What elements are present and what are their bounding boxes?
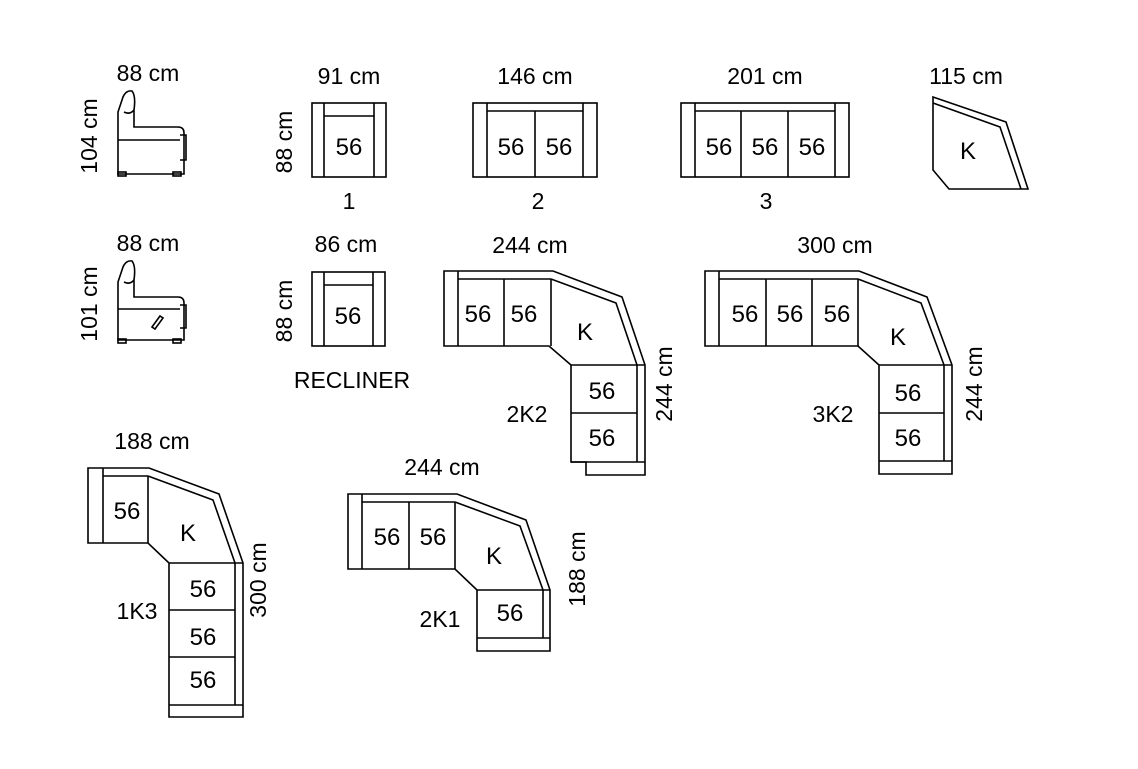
set-2K2-top-seat-2: 56 bbox=[511, 301, 538, 328]
set-1K3-corner: K bbox=[180, 520, 196, 547]
sofa-2-seat-1: 56 bbox=[498, 134, 525, 161]
set-2K2-caption: 2K2 bbox=[507, 401, 548, 427]
armchair-fixed-side-view-icon bbox=[117, 90, 187, 177]
set-2K2-width: 244 cm bbox=[492, 232, 567, 258]
sofa-3-seat-3: 56 bbox=[799, 134, 826, 161]
recliner-seat: 56 bbox=[335, 303, 362, 330]
set-2K1-top-seat-1: 56 bbox=[374, 524, 401, 551]
recliner-sofa: 86 cm 88 cm 56 RECLINER bbox=[271, 231, 410, 393]
armchair-fixed-width: 88 cm bbox=[117, 60, 180, 86]
sofa-1-seat: 56 bbox=[336, 134, 363, 161]
sofa-3-outline bbox=[680, 102, 850, 178]
sofa-2-seater: 146 cm 56 56 2 bbox=[472, 63, 598, 214]
set-1K3-outline bbox=[87, 467, 244, 718]
armchair-recliner-width: 88 cm bbox=[117, 230, 180, 256]
set-3K2-top-seat-3: 56 bbox=[824, 301, 851, 328]
set-2K1-top-seat-2: 56 bbox=[420, 524, 447, 551]
set-1K3-side-seat-3: 56 bbox=[190, 667, 217, 694]
set-2K1-outline bbox=[347, 493, 551, 652]
corner-label: K bbox=[960, 138, 976, 165]
sofa-2-width: 146 cm bbox=[497, 63, 572, 89]
recliner-depth: 88 cm bbox=[271, 280, 297, 343]
set-2K2-outline bbox=[443, 270, 646, 476]
set-2K2-corner: K bbox=[577, 319, 593, 346]
set-3K2-side-seat-1: 56 bbox=[895, 380, 922, 407]
armchair-recliner-side-view-icon bbox=[117, 260, 187, 344]
sofa-3-caption: 3 bbox=[760, 188, 773, 214]
corner-outline bbox=[932, 95, 1030, 190]
armchair-recliner-height: 101 cm bbox=[76, 266, 102, 341]
set-2K1-side-seat-1: 56 bbox=[497, 600, 524, 627]
set-2K1-depth: 188 cm bbox=[564, 531, 590, 606]
set-3K2-top-seat-1: 56 bbox=[732, 301, 759, 328]
armchair-fixed: 88 cm 104 cm bbox=[76, 60, 187, 177]
recliner-caption: RECLINER bbox=[294, 367, 410, 393]
sofa-1-width: 91 cm bbox=[318, 63, 381, 89]
set-3K2-top-seat-2: 56 bbox=[777, 301, 804, 328]
set-3K2-depth: 244 cm bbox=[961, 346, 987, 421]
set-1K3-width: 188 cm bbox=[114, 428, 189, 454]
set-3K2: 300 cm 244 cm 56 56 56 K 56 56 3K2 bbox=[704, 232, 987, 475]
set-3K2-side-seat-2: 56 bbox=[895, 425, 922, 452]
sofa-3-seat-2: 56 bbox=[752, 134, 779, 161]
set-2K1-width: 244 cm bbox=[404, 454, 479, 480]
sofa-3-seater: 201 cm 56 56 56 3 bbox=[680, 63, 850, 214]
sofa-2-seat-2: 56 bbox=[546, 134, 573, 161]
set-3K2-corner: K bbox=[890, 324, 906, 351]
sofa-1-caption: 1 bbox=[343, 188, 356, 214]
set-1K3: 188 cm 300 cm 56 K 56 56 56 1K3 bbox=[87, 428, 271, 718]
corner-width: 115 cm bbox=[929, 63, 1003, 89]
sofa-3-seat-1: 56 bbox=[706, 134, 733, 161]
sofa-1-depth: 88 cm bbox=[271, 111, 297, 174]
set-3K2-caption: 3K2 bbox=[813, 401, 854, 427]
sofa-2-caption: 2 bbox=[532, 188, 545, 214]
set-3K2-outline bbox=[704, 270, 953, 475]
set-2K1: 244 cm 188 cm 56 56 K 56 2K1 bbox=[347, 454, 590, 652]
set-2K2-top-seat-1: 56 bbox=[465, 301, 492, 328]
set-2K2-side-seat-2: 56 bbox=[589, 425, 616, 452]
sofa-3-width: 201 cm bbox=[727, 63, 802, 89]
set-2K1-caption: 2K1 bbox=[420, 606, 461, 632]
set-1K3-side-seat-2: 56 bbox=[190, 624, 217, 651]
set-2K2: 244 cm 244 cm 56 56 K 56 56 2K2 bbox=[443, 232, 677, 476]
set-2K2-side-seat-1: 56 bbox=[589, 378, 616, 405]
set-1K3-top-seat-1: 56 bbox=[114, 498, 141, 525]
armchair-fixed-height: 104 cm bbox=[76, 98, 102, 173]
armchair-recliner: 88 cm 101 cm bbox=[76, 230, 187, 344]
corner-element: 115 cm K bbox=[929, 63, 1030, 190]
set-3K2-width: 300 cm bbox=[797, 232, 872, 258]
sofa-1-seater: 91 cm 88 cm 56 1 bbox=[271, 63, 387, 214]
set-1K3-depth: 300 cm bbox=[245, 542, 271, 617]
set-1K3-caption: 1K3 bbox=[117, 598, 158, 624]
recliner-width: 86 cm bbox=[315, 231, 378, 257]
recliner-outline bbox=[311, 271, 386, 347]
set-1K3-side-seat-1: 56 bbox=[190, 576, 217, 603]
set-2K2-depth: 244 cm bbox=[651, 346, 677, 421]
set-2K1-corner: K bbox=[486, 543, 502, 570]
sofa-1-outline bbox=[311, 102, 387, 178]
